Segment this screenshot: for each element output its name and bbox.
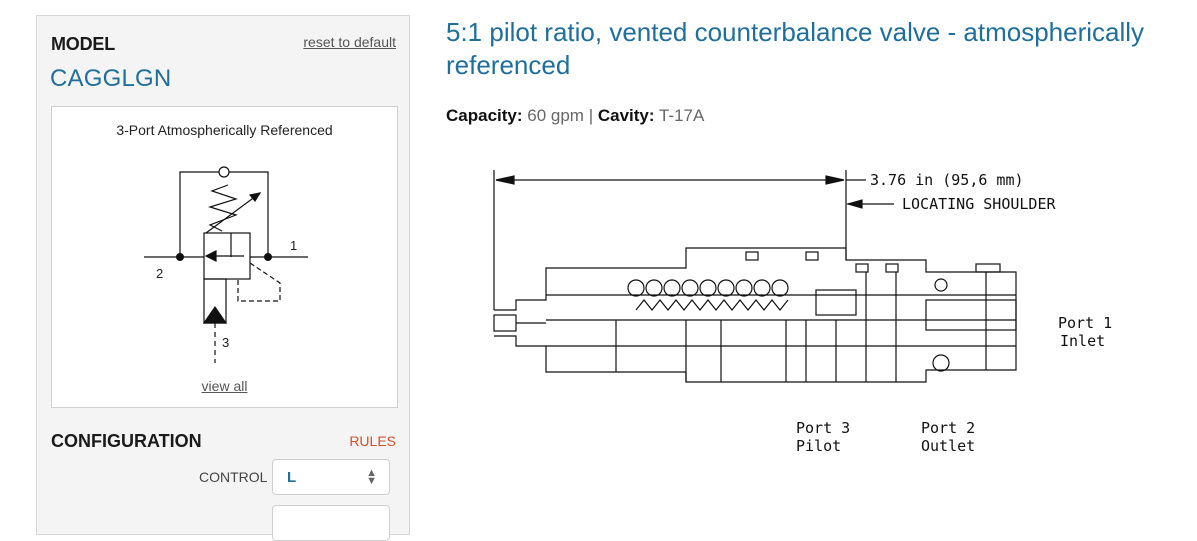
spec-separator: |: [588, 106, 594, 125]
configuration-heading: CONFIGURATION: [51, 431, 202, 451]
rules-link[interactable]: RULES: [349, 433, 396, 449]
port1-sublabel: Inlet: [1060, 332, 1105, 350]
symbol-port-2-label: 2: [156, 266, 163, 281]
control-select-value: L: [287, 469, 297, 486]
port3-label: Port 3: [796, 419, 850, 437]
reset-to-default-link[interactable]: reset to default: [303, 34, 396, 50]
view-all-link[interactable]: view all: [201, 378, 248, 394]
model-heading: MODEL: [51, 34, 115, 54]
hydraulic-symbol-diagram: 1 2 3: [144, 166, 308, 363]
symbol-port-1-label: 1: [290, 238, 297, 253]
capacity-value: 60 gpm: [527, 106, 584, 125]
product-specs: Capacity: 60 gpm | Cavity: T-17A: [446, 106, 704, 126]
locating-shoulder-label: LOCATING SHOULDER: [902, 195, 1056, 213]
product-title: 5:1 pilot ratio, vented counterbalance v…: [446, 17, 1145, 80]
cartridge-cross-section-drawing: 3.76 in (95,6 mm) LOCATING SHOULDER Port…: [493, 170, 1112, 455]
cavity-value: T-17A: [658, 106, 705, 125]
control-label: CONTROL: [199, 469, 268, 485]
next-option-select[interactable]: [272, 505, 390, 541]
hydraulic-symbol-panel: 3-Port Atmospherically Referenced: [51, 106, 398, 408]
port1-label: Port 1: [1058, 314, 1112, 332]
configurator-sidebar: MODEL reset to default CAGGLGN 3-Port At…: [36, 15, 410, 541]
dimension-label: 3.76 in (95,6 mm): [870, 171, 1024, 189]
port2-sublabel: Outlet: [921, 437, 975, 455]
port3-sublabel: Pilot: [796, 437, 841, 455]
port2-label: Port 2: [921, 419, 975, 437]
cavity-label: Cavity:: [597, 106, 655, 125]
control-select[interactable]: L ▲▼: [272, 459, 390, 495]
select-updown-icon: ▲▼: [366, 467, 377, 487]
symbol-port-3-label: 3: [222, 335, 229, 350]
model-code: CAGGLGN: [50, 65, 172, 92]
capacity-label: Capacity:: [446, 106, 523, 125]
symbol-title: 3-Port Atmospherically Referenced: [116, 122, 333, 138]
